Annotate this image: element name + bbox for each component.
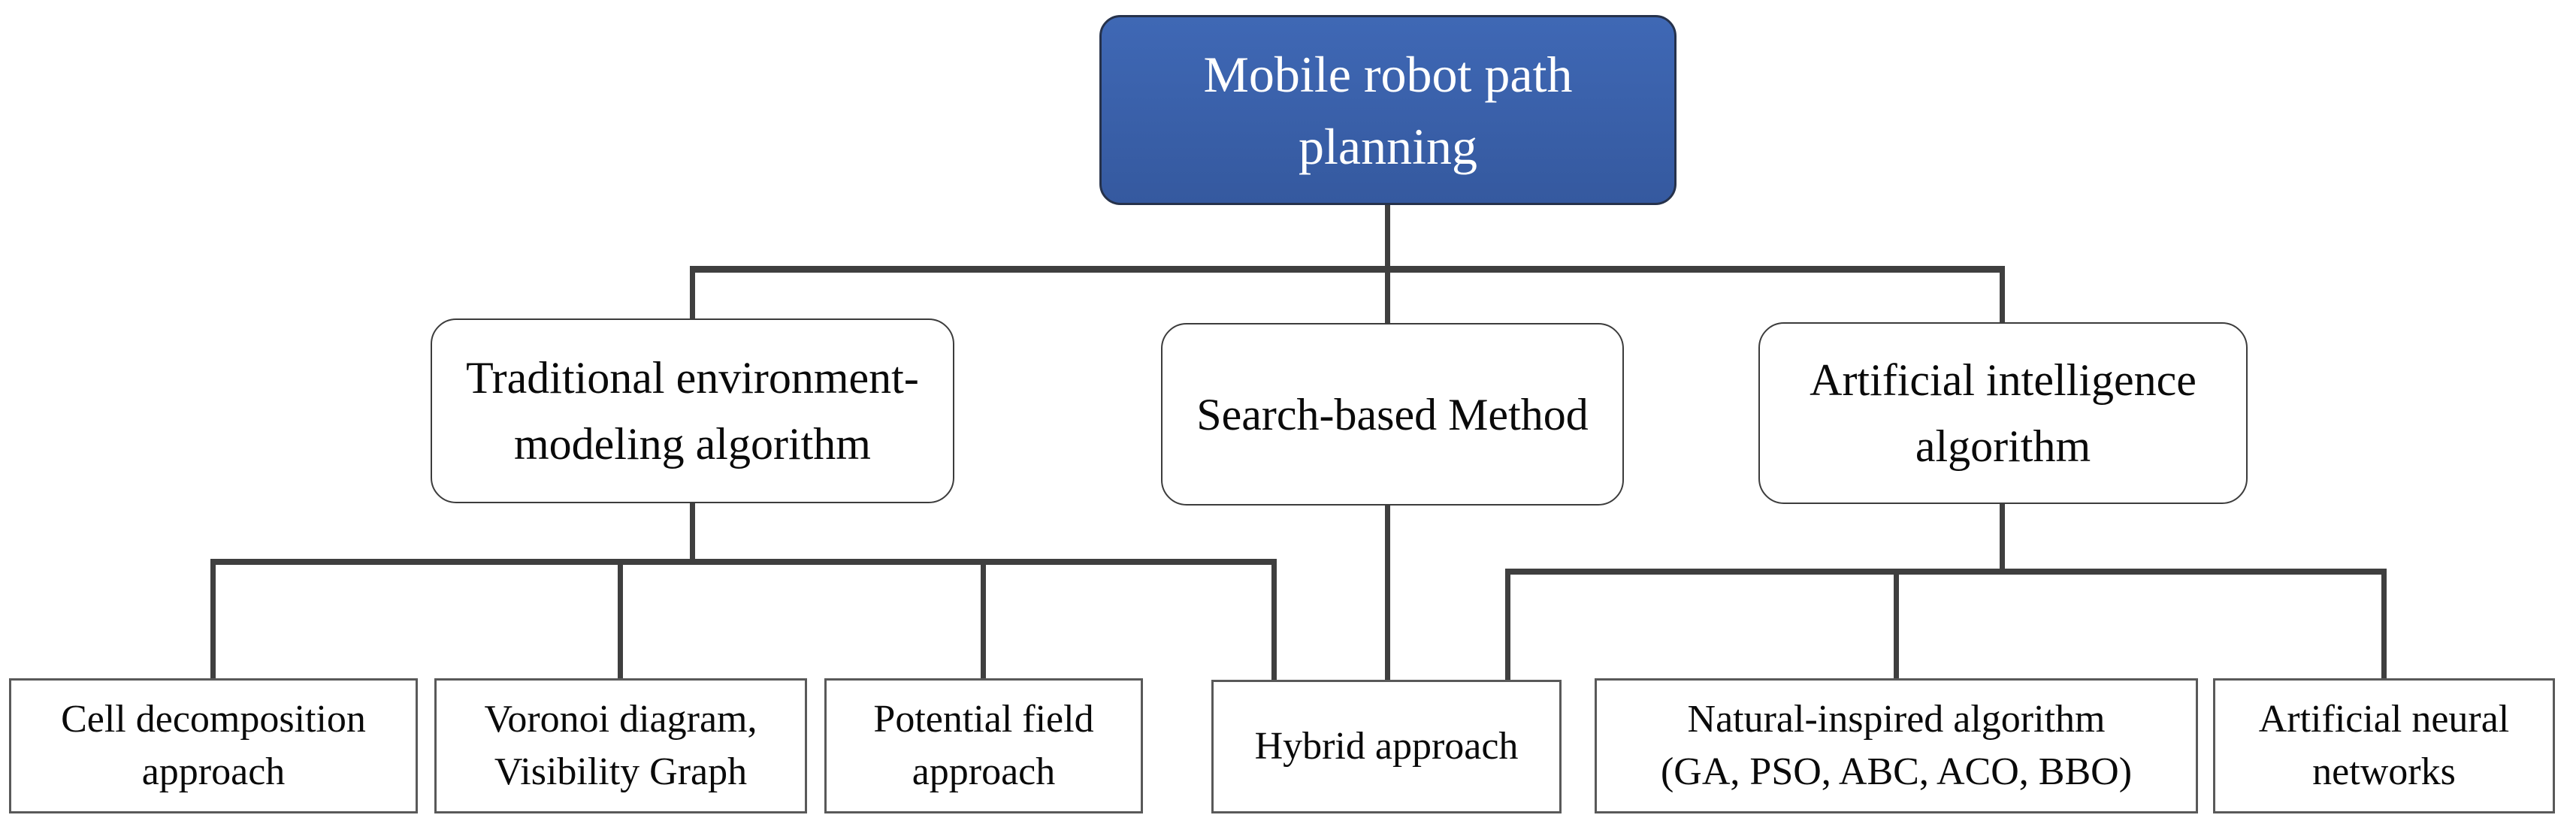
- edge-root-horizontal: [690, 266, 2005, 273]
- edge-traditional-stem: [690, 500, 695, 563]
- edge-traditional-to-voronoi: [618, 562, 623, 683]
- node-artificial-intelligence-algorithm: Artificial intelligence algorithm: [1758, 322, 2248, 504]
- edge-root-to-search: [1385, 269, 1390, 327]
- node-potential-field-approach: Potential field approach: [824, 678, 1143, 813]
- node-artificial-neural-networks: Artificial neural networks: [2213, 678, 2555, 813]
- node-natural-inspired-algorithm: Natural-inspired algorithm (GA, PSO, ABC…: [1595, 678, 2198, 813]
- node-hybrid-approach: Hybrid approach: [1211, 680, 1562, 813]
- edge-search-to-hybrid: [1385, 502, 1390, 684]
- node-mobile-robot-path-planning: Mobile robot path planning: [1099, 15, 1677, 205]
- node-voronoi-visibility-graph: Voronoi diagram, Visibility Graph: [434, 678, 807, 813]
- edge-root-to-ai: [2000, 269, 2005, 327]
- node-traditional-environment-modeling: Traditional environment- modeling algori…: [431, 318, 954, 503]
- node-cell-decomposition-approach: Cell decomposition approach: [9, 678, 418, 813]
- edge-ai-to-ann: [2381, 572, 2387, 683]
- edge-root-to-traditional: [690, 269, 695, 323]
- node-search-based-method: Search-based Method: [1161, 323, 1624, 506]
- edge-traditional-horizontal: [210, 559, 1277, 565]
- edge-ai-horizontal: [1505, 569, 2387, 575]
- edge-traditional-to-hybrid: [1271, 562, 1277, 684]
- edge-ai-to-hybrid: [1505, 572, 1510, 684]
- edge-ai-stem: [2000, 500, 2005, 572]
- edge-traditional-to-potential: [981, 562, 986, 683]
- edge-root-stem: [1385, 203, 1390, 270]
- edge-ai-to-natural: [1894, 572, 1899, 683]
- edge-traditional-to-cell: [210, 562, 216, 683]
